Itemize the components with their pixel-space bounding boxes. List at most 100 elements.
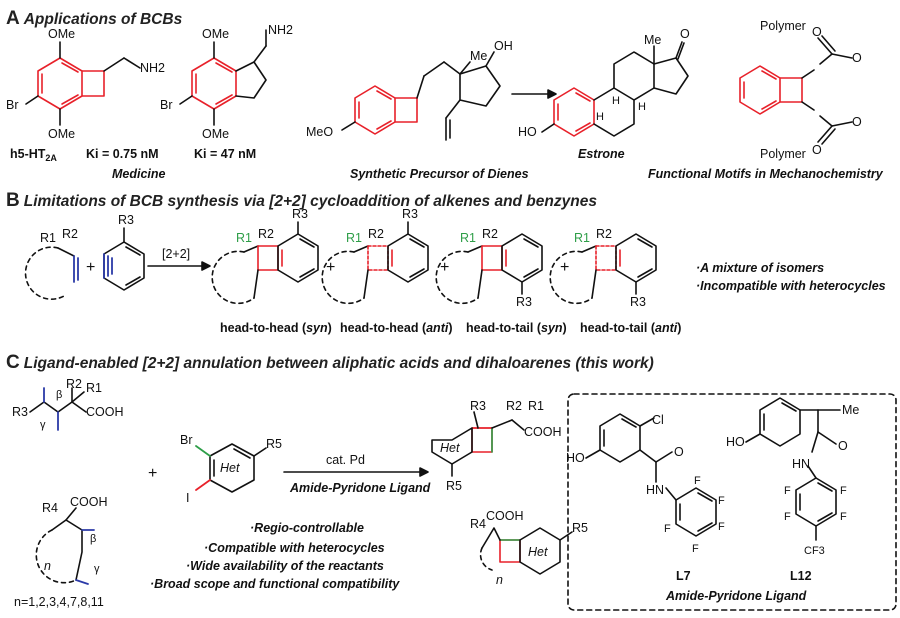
plus-sign: + xyxy=(560,259,569,276)
o-label: O xyxy=(680,27,690,41)
plus-sign: + xyxy=(440,259,449,276)
indane-compound-2 xyxy=(179,29,267,126)
r5-label: R5 xyxy=(266,437,282,451)
me-label: Me xyxy=(470,49,487,63)
h-label: H xyxy=(612,95,620,107)
product-hh-syn xyxy=(211,221,319,305)
product-cyclic xyxy=(479,527,573,575)
n-label: n xyxy=(44,559,51,573)
hn-label: HN xyxy=(646,483,664,497)
r2-label: R2 xyxy=(482,227,498,241)
ome-label: OMe xyxy=(202,27,229,41)
h-label: H xyxy=(638,101,646,113)
polymer-label: Polymer xyxy=(760,19,806,33)
r3-label: R3 xyxy=(292,207,308,221)
r1-label: R1 xyxy=(236,231,252,245)
f-label: F xyxy=(692,543,699,555)
section-b-letter: B xyxy=(6,190,20,211)
benzyne-reactant xyxy=(103,227,145,291)
het-label: Het xyxy=(528,545,548,559)
caption-precursor: Synthetic Precursor of Dienes xyxy=(350,167,529,181)
o-label: O xyxy=(812,25,822,39)
mechanochemistry-motif xyxy=(739,35,853,145)
ligand-l12 xyxy=(745,397,841,541)
r3-label: R3 xyxy=(630,295,646,309)
caption-medicine: Medicine xyxy=(112,167,166,181)
r1-label: R1 xyxy=(40,231,56,245)
catalyst-label: cat. Pd xyxy=(326,453,365,467)
product-ht-syn xyxy=(435,233,543,305)
label-ht-syn: head-to-tail (syn) xyxy=(466,321,567,335)
gamma-label: γ xyxy=(94,563,100,575)
labels: OMe OMe Br NH2 OMe OMe Br NH2 MeO Me OH … xyxy=(6,19,886,609)
plus-sign: + xyxy=(86,259,95,276)
r2-label: R2 xyxy=(66,377,82,391)
plus-sign: + xyxy=(148,465,157,482)
nh2-label: NH2 xyxy=(268,23,293,37)
ome-label: OMe xyxy=(202,127,229,141)
br-label: Br xyxy=(6,98,19,112)
gamma-label: γ xyxy=(40,419,46,431)
reaction-arrow-c xyxy=(283,467,429,477)
section-c-letter: C xyxy=(6,352,20,373)
meo-label: MeO xyxy=(306,125,333,139)
r2-label: R2 xyxy=(62,227,78,241)
r3-label: R3 xyxy=(516,295,532,309)
o-label: O xyxy=(838,439,848,453)
label-hh-anti: head-to-head (anti) xyxy=(340,321,453,335)
o-label: O xyxy=(852,51,862,65)
polymer-label: Polymer xyxy=(760,147,806,161)
o-label: O xyxy=(812,143,822,157)
r1-label: R1 xyxy=(346,231,362,245)
box-caption: Amide-Pyridone Ligand xyxy=(665,589,807,603)
r2-label: R2 xyxy=(258,227,274,241)
section-b-heading: Limitations of BCB synthesis via [2+2] c… xyxy=(23,193,597,210)
feature-heterocycles: ·Compatible with heterocycles xyxy=(204,541,385,555)
br-label: Br xyxy=(180,433,193,447)
r2-label: R2 xyxy=(596,227,612,241)
note-mixture: ·A mixture of isomers xyxy=(696,261,824,275)
r2-label: R2 xyxy=(368,227,384,241)
product-acyclic xyxy=(431,411,525,477)
f-label: F xyxy=(784,485,791,497)
dihaloarene xyxy=(195,443,267,493)
cl-label: Cl xyxy=(652,413,664,427)
beta-label: β xyxy=(90,533,96,545)
product-ht-anti xyxy=(549,233,657,305)
r4-label: R4 xyxy=(470,517,486,531)
cooh-label: COOH xyxy=(70,495,108,509)
het-label: Het xyxy=(220,461,240,475)
f-label: F xyxy=(718,495,725,507)
bcb-compound-1 xyxy=(25,41,141,126)
note-heterocycles: ·Incompatible with heterocycles xyxy=(696,279,886,293)
f-label: F xyxy=(718,521,725,533)
hn-label: HN xyxy=(792,457,810,471)
feature-regio: ·Regio-controllable xyxy=(250,521,364,535)
section-c-heading: Ligand-enabled [2+2] annulation between … xyxy=(23,355,654,372)
product-hh-anti xyxy=(321,221,429,305)
plus-sign: + xyxy=(326,259,335,276)
ho-label: HO xyxy=(726,435,745,449)
het-label: Het xyxy=(440,441,460,455)
r3-label: R3 xyxy=(402,207,418,221)
ome-label: OMe xyxy=(48,27,75,41)
me-label: Me xyxy=(842,403,859,417)
alkene-reactant xyxy=(24,246,79,300)
cooh-label: COOH xyxy=(486,509,524,523)
reaction-label: [2+2] xyxy=(162,247,190,261)
f-label: F xyxy=(664,523,671,535)
r3-label: R3 xyxy=(118,213,134,227)
f-label: F xyxy=(694,475,701,487)
label-ht-anti: head-to-tail (anti) xyxy=(580,321,681,335)
caption-estrone: Estrone xyxy=(578,147,625,161)
n-label: n xyxy=(496,573,503,587)
ligand-l7 xyxy=(585,413,717,537)
r1-label: R1 xyxy=(528,399,544,413)
f-label: F xyxy=(840,511,847,523)
estrone xyxy=(541,41,689,137)
br-label: Br xyxy=(160,98,173,112)
r1-label: R1 xyxy=(86,381,102,395)
